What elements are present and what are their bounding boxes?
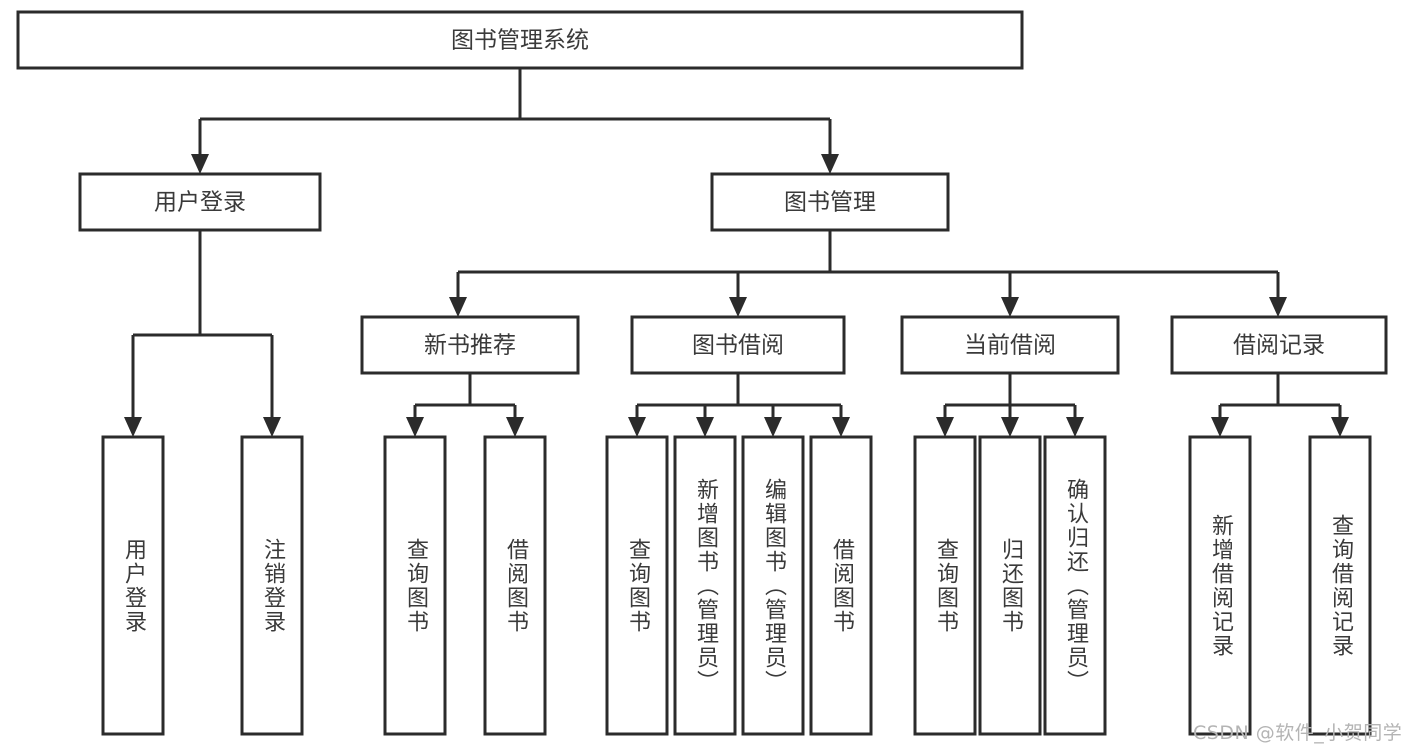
arrow-head-icon bbox=[191, 154, 209, 174]
root-node-box-root[interactable] bbox=[16, 10, 1024, 70]
arrow-head-icon bbox=[628, 417, 646, 437]
leaf-node-box-leaf-edit-book[interactable] bbox=[741, 435, 805, 736]
leaf-node-box-leaf-borrow-book[interactable] bbox=[809, 435, 873, 736]
level2-node-box-user-login[interactable] bbox=[78, 172, 322, 232]
level3-node-box-current-borrow[interactable] bbox=[900, 315, 1120, 375]
leaf-node-box-leaf-add-book[interactable] bbox=[673, 435, 737, 736]
leaf-node-box-leaf-confirm-return[interactable] bbox=[1043, 435, 1107, 736]
level2-node-label-book-manage: 图书管理 bbox=[784, 190, 876, 216]
arrow-head-icon bbox=[821, 154, 839, 174]
level2-node-label-user-login: 用户登录 bbox=[154, 190, 246, 216]
arrow-head-icon bbox=[1331, 417, 1349, 437]
arrow-head-icon bbox=[124, 417, 142, 437]
arrow-head-icon bbox=[506, 417, 524, 437]
connector-conn-user-login-bus bbox=[131, 230, 274, 418]
connector-conn-new-book-bus bbox=[413, 373, 517, 418]
connector-conn-current-borrow-bus bbox=[943, 373, 1077, 418]
level2-node-box-book-manage[interactable] bbox=[710, 172, 950, 232]
leaf-node-box-leaf-add-borrow-record[interactable] bbox=[1188, 435, 1252, 736]
arrow-head-icon bbox=[449, 297, 467, 317]
watermark-text: CSDN @软件_小贺同学 bbox=[1193, 722, 1403, 744]
arrow-head-icon bbox=[1269, 297, 1287, 317]
connector-conn-book-manage-bus bbox=[456, 230, 1280, 298]
arrow-head-icon bbox=[729, 297, 747, 317]
level3-node-label-current-borrow: 当前借阅 bbox=[964, 333, 1056, 359]
leaf-node-box-leaf-query-book-recommend[interactable] bbox=[383, 435, 447, 736]
leaf-node-box-leaf-return-book[interactable] bbox=[978, 435, 1042, 736]
level3-node-box-borrow-record[interactable] bbox=[1170, 315, 1388, 375]
arrow-head-icon bbox=[1001, 297, 1019, 317]
leaf-node-box-leaf-borrow-book-recommend[interactable] bbox=[483, 435, 547, 736]
leaf-node-box-leaf-query-book-current[interactable] bbox=[913, 435, 977, 736]
arrow-head-icon bbox=[1211, 417, 1229, 437]
arrow-head-icon bbox=[764, 417, 782, 437]
connector-conn-borrow-record-bus bbox=[1218, 373, 1342, 418]
arrow-head-icon bbox=[936, 417, 954, 437]
leaf-node-box-leaf-query-borrow-record[interactable] bbox=[1308, 435, 1372, 736]
connectors-layer bbox=[124, 68, 1349, 437]
arrow-head-icon bbox=[406, 417, 424, 437]
arrow-head-icon bbox=[263, 417, 281, 437]
arrow-head-icon bbox=[1066, 417, 1084, 437]
root-node-label-root: 图书管理系统 bbox=[451, 28, 589, 54]
level3-node-label-new-book-recommend: 新书推荐 bbox=[424, 333, 516, 359]
connector-conn-root-bus bbox=[198, 68, 832, 155]
arrow-head-icon bbox=[832, 417, 850, 437]
boxes-layer bbox=[16, 10, 1388, 736]
level3-node-box-book-borrow[interactable] bbox=[630, 315, 846, 375]
arrow-head-icon bbox=[696, 417, 714, 437]
connector-conn-book-borrow-bus bbox=[635, 373, 843, 418]
leaf-node-box-leaf-logout[interactable] bbox=[240, 435, 304, 736]
level3-node-label-borrow-record: 借阅记录 bbox=[1233, 333, 1325, 359]
level3-node-box-new-book-recommend[interactable] bbox=[360, 315, 580, 375]
leaf-node-box-leaf-user-login[interactable] bbox=[101, 435, 165, 736]
level3-node-label-book-borrow: 图书借阅 bbox=[692, 333, 784, 359]
leaf-node-box-leaf-query-book-borrow[interactable] bbox=[605, 435, 669, 736]
arrow-head-icon bbox=[1001, 417, 1019, 437]
